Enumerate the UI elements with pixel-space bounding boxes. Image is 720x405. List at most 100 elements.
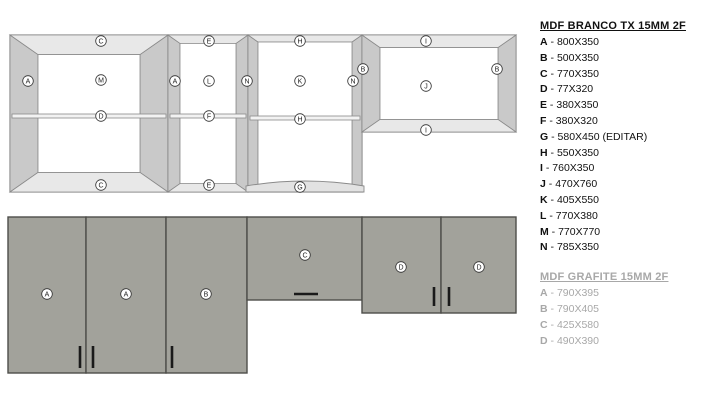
label-cab2-shelf-text: F: [207, 113, 211, 120]
grafite-list-item-code: C: [540, 318, 548, 331]
white-list-item-separator: -: [542, 162, 553, 175]
white-list-item: N - 785X350: [540, 240, 715, 256]
grafite-list-item-code: D: [540, 334, 548, 347]
white-list-item-separator: -: [546, 209, 556, 222]
white-list-item-dims: 405X550: [556, 193, 599, 206]
white-list-item: D - 77X320: [540, 82, 715, 98]
grafite-list-item-code: B: [540, 302, 548, 315]
white-list-item-separator: -: [547, 193, 557, 206]
label-cab2-top: E: [203, 35, 215, 47]
label-door-5: D: [395, 261, 407, 273]
label-cab1-shelf: D: [95, 110, 107, 122]
label-cab3-top: H: [294, 35, 306, 47]
label-door-1: A: [41, 288, 53, 300]
grafite-list-item-code: A: [540, 287, 548, 300]
white-list-item-separator: -: [547, 99, 557, 112]
white-list-item-dims: 770X770: [558, 225, 601, 238]
label-door-1-text: A: [45, 291, 50, 298]
label-cab4-top-text: I: [425, 38, 427, 45]
label-cab3-right-text: N: [350, 78, 355, 85]
white-list-item-code: L: [540, 209, 547, 222]
label-cab1-shelf-text: D: [98, 113, 103, 120]
label-cab1-bottom: C: [95, 179, 107, 191]
label-cab3-bottom-text: G: [297, 184, 302, 191]
grafite-list-title: MDF GRAFITE 15MM 2F: [540, 271, 669, 284]
label-cab4-left: B: [357, 63, 369, 75]
label-cab2-center: L: [203, 75, 215, 87]
label-cab2-top-text: E: [207, 38, 212, 45]
label-cab2-bottom: E: [203, 179, 215, 191]
white-list-item-separator: -: [547, 36, 557, 48]
white-list-item-dims: 800X350: [556, 36, 599, 48]
label-door-3-text: B: [204, 291, 209, 298]
grafite-list-item: C - 425X580: [540, 318, 715, 334]
label-cab1-center-text: M: [98, 77, 104, 84]
white-list-item-separator: -: [547, 83, 557, 96]
white-list-item-separator: -: [547, 67, 557, 80]
label-cab4-top: I: [420, 35, 432, 47]
white-list-item-code: M: [540, 225, 549, 238]
label-cab1-top: C: [95, 35, 107, 47]
white-list-item-code: E: [540, 99, 548, 112]
label-cab4-left-text: B: [361, 66, 366, 73]
white-list-item-dims: 380X350: [556, 99, 599, 112]
white-list-item-dims: 470X760: [555, 178, 598, 191]
white-list-item-dims: 77X320: [556, 83, 594, 96]
label-cab3-center-text: K: [298, 78, 303, 85]
white-list-item-code: N: [540, 241, 548, 254]
label-cab1-top-text: C: [98, 38, 103, 45]
white-list-item: I - 760X350: [540, 161, 715, 177]
label-cab2-center-text: L: [207, 78, 211, 85]
label-cab1-left-text: A: [26, 78, 31, 85]
label-cab3-center: K: [294, 75, 306, 87]
label-cab4-center: J: [420, 80, 432, 92]
grafite-list-item: D - 490X390: [540, 334, 715, 350]
grafite-list-item-separator: -: [547, 287, 557, 300]
white-list-item-code: J: [540, 178, 546, 191]
label-cab2-bottom-text: E: [207, 182, 212, 189]
label-cab4-bottom-text: I: [425, 127, 427, 134]
white-list-item-code: C: [540, 67, 548, 80]
cabinet-4: [360, 34, 518, 133]
grafite-list-item: A - 790X395: [540, 286, 715, 302]
grafite-list-item-dims: 790X395: [556, 287, 599, 300]
white-list-item-code: K: [540, 193, 548, 206]
grafite-list-item-dims: 490X390: [556, 334, 599, 347]
cabinet-2: [166, 34, 250, 193]
white-list-title: MDF BRANCO TX 15MM 2F: [540, 20, 686, 32]
label-cab2-right-text: N: [244, 78, 249, 85]
white-list-item-code: F: [540, 114, 547, 127]
white-list-item-code: D: [540, 83, 548, 96]
white-list-item: L - 770X380: [540, 209, 715, 225]
white-list-item-dims: 770X350: [556, 67, 599, 80]
grafite-list-item-separator: -: [547, 318, 557, 331]
white-list-item-dims: 550X350: [556, 146, 599, 159]
white-list-item-dims: 760X350: [552, 162, 595, 175]
white-list-item-separator: -: [547, 241, 557, 254]
white-list-item: F - 380X320: [540, 114, 715, 130]
grafite-list-item: B - 790X405: [540, 302, 715, 318]
label-cab2-left-text: A: [173, 78, 178, 85]
label-cab1-left: A: [22, 75, 34, 87]
white-list-item: H - 550X350: [540, 146, 715, 162]
white-list-item: A - 800X350: [540, 35, 715, 51]
label-cab2-right: N: [241, 75, 253, 87]
white-list-item: B - 500X350: [540, 51, 715, 67]
cabinet-1: [8, 34, 170, 193]
white-list-item-separator: -: [547, 51, 557, 64]
cabinet-3: [245, 34, 365, 193]
label-cab4-right: B: [491, 63, 503, 75]
white-list-item-separator: -: [546, 114, 556, 127]
white-list-item-separator: -: [547, 146, 557, 159]
label-cab4-right-text: B: [495, 66, 500, 73]
label-door-2-text: A: [124, 291, 129, 298]
white-list-item: M - 770X770: [540, 225, 715, 241]
white-list-item-code: B: [540, 51, 548, 64]
white-list-item-code: G: [540, 130, 549, 143]
white-list-item-separator: -: [545, 178, 556, 191]
label-door-3: B: [200, 288, 212, 300]
label-cab3-shelf: H: [294, 113, 306, 125]
